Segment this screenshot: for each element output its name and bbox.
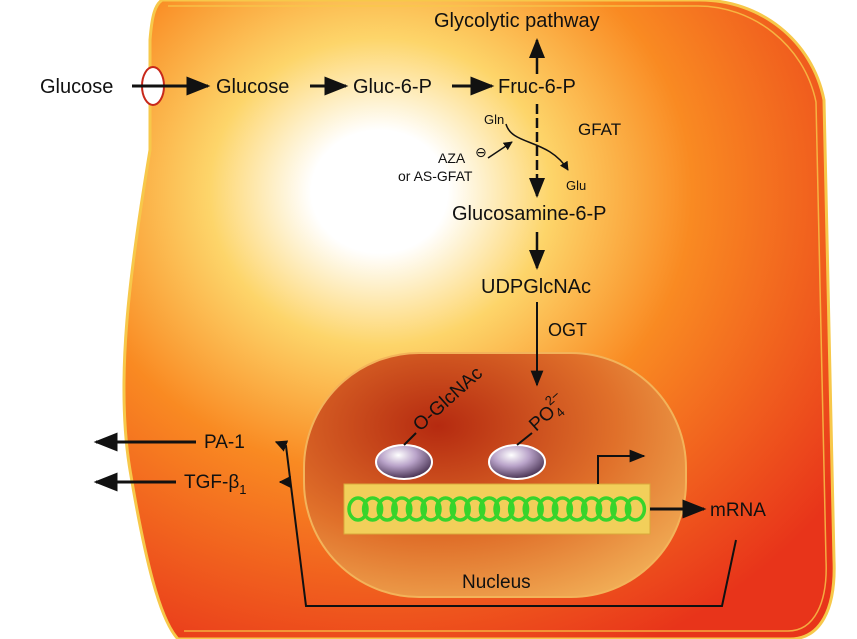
po4-leader — [516, 432, 533, 446]
label-tgf-beta1: TGF-β1 — [184, 472, 246, 497]
dna-coil-loop — [493, 496, 515, 522]
label-glu: Glu — [566, 178, 586, 193]
dna-coil-loop — [464, 496, 486, 522]
label-fruc6p: Fruc-6-P — [498, 76, 576, 98]
label-gln: Gln — [484, 112, 504, 127]
label-nucleus: Nucleus — [462, 572, 531, 593]
dna-coil-loop — [420, 496, 442, 522]
dna-coil-loop — [580, 496, 603, 522]
label-udpglcnac: UDPGlcNAc — [481, 276, 591, 298]
label-gluc6p: Gluc-6-P — [353, 76, 432, 98]
cell-membrane-inner — [168, 5, 827, 632]
dna-coil-loop — [507, 496, 530, 522]
transcription-start-arrow — [597, 449, 646, 484]
gln-glu-curve — [505, 123, 569, 171]
dna-coil-loop — [566, 496, 588, 522]
phosphate-granule — [488, 444, 546, 480]
dna-coil-loop — [391, 496, 413, 522]
label-aza: AZA — [438, 150, 466, 166]
dna-coil-loop — [624, 496, 647, 522]
label-glucosamine-6-p: Glucosamine-6-P — [452, 203, 607, 225]
label-pa1: PA-1 — [204, 432, 245, 453]
tgf-sub: 1 — [239, 482, 246, 497]
dna-coil-loop — [361, 496, 384, 522]
label-glucose-inside: Glucose — [216, 76, 289, 98]
dna-coil-loop — [405, 496, 428, 522]
dna-coil-loop — [551, 496, 574, 522]
label-ogt: OGT — [548, 320, 587, 340]
label-glucose-outside: Glucose — [40, 76, 113, 98]
aza-inhibition-arrow — [487, 141, 513, 159]
output-bracket — [274, 440, 737, 607]
dna-coil-loop — [434, 496, 457, 522]
dna-coil-loop — [610, 496, 632, 522]
dna-coil-loop — [522, 496, 544, 522]
o-glcnac-granule — [375, 444, 433, 480]
o-glcnac-leader — [403, 432, 417, 446]
dna-coil-loop — [537, 496, 559, 522]
dna-coil-loop — [376, 496, 398, 522]
dna-coil-loop — [449, 496, 471, 522]
label-inhibition-sign: ⊖ — [475, 144, 487, 160]
label-mrna: mRNA — [710, 500, 766, 521]
dna-coil-loop — [478, 496, 501, 522]
dna-coil-loop — [347, 496, 369, 522]
label-glycolytic-pathway: Glycolytic pathway — [434, 10, 600, 32]
label-gfat: GFAT — [578, 120, 621, 139]
nucleus — [303, 352, 687, 598]
tgf-base: TGF-β — [184, 472, 239, 493]
dna-coil — [347, 496, 647, 522]
label-as-gfat: or AS-GFAT — [398, 168, 473, 184]
dna-coil-loop — [595, 496, 617, 522]
